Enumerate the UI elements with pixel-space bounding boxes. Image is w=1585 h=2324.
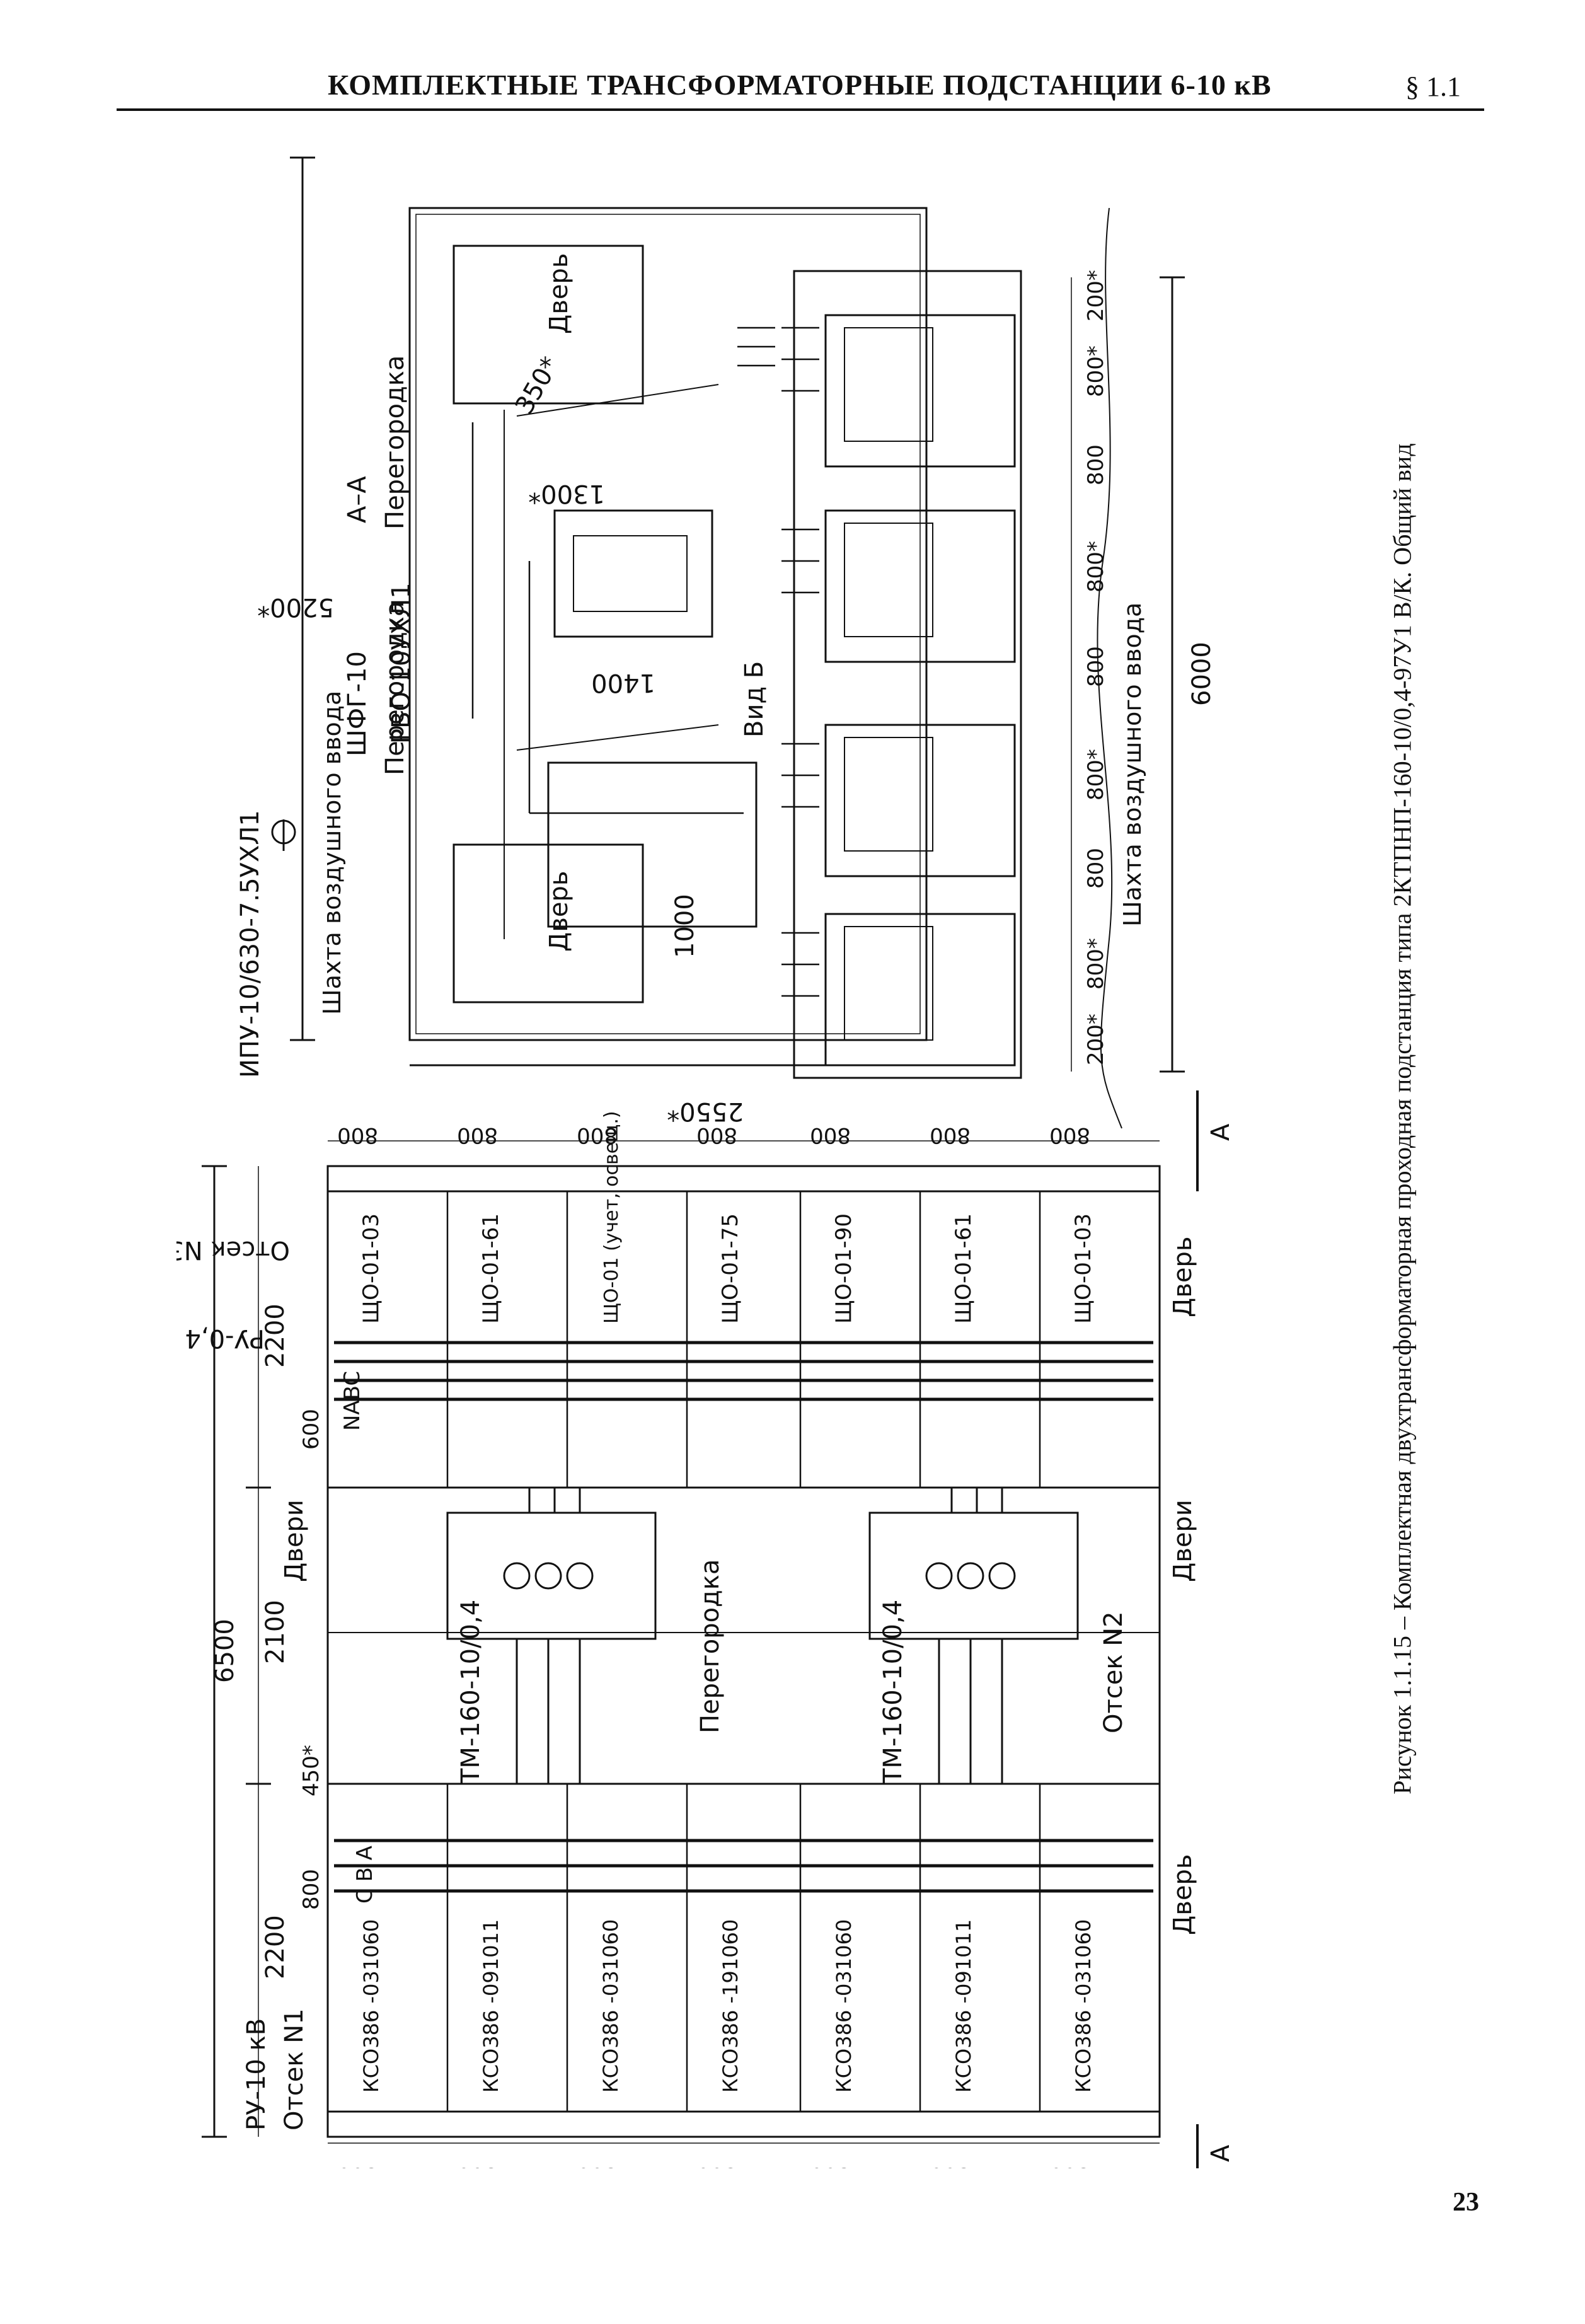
ru04-cell-6: ЩО-01-03 <box>1071 1213 1096 1324</box>
plan-sub-dim-0: 800 <box>299 1869 324 1910</box>
ru04-cell-2: ЩО-01 (учет, освещ.) <box>601 1111 623 1324</box>
label-partition-2: Перегородка <box>381 601 410 775</box>
view-b-dim-7: 800* <box>1083 938 1109 990</box>
transformer-1-label: ТМ-160-10/0,4 <box>456 1600 485 1784</box>
view-b-title: Вид Б <box>740 661 769 737</box>
section-aa-width-dim: 5200* <box>257 593 334 621</box>
section-aa-outline <box>408 207 928 1041</box>
section-aa-title: А–А <box>343 476 372 523</box>
doors-mid-bottom-label: Двери <box>1168 1500 1197 1582</box>
plan-sub-dim-2: 600 <box>299 1409 324 1450</box>
door-top-label: Дверь <box>1168 1237 1197 1317</box>
plan-cell-dim-bottom-0: 800 <box>337 2163 378 2168</box>
plan-section-dim-1: 2100 <box>261 1600 290 1664</box>
plan-cell-dim-bottom-1: 800 <box>457 2163 498 2168</box>
dim-1400: 1400 <box>591 668 655 697</box>
plan-cell-dim-bottom-5: 800 <box>930 2163 971 2168</box>
ru10-cell-3: КСО386 -191060 <box>718 1919 742 2093</box>
compartment-2-label: Отсек N2 <box>1099 1611 1128 1733</box>
ru04-cell-1: ЩО-01-61 <box>478 1213 504 1324</box>
view-b-dim-6: 800 <box>1083 848 1109 889</box>
page-header-title: КОМПЛЕКТНЫЕ ТРАНСФОРМАТОРНЫЕ ПОДСТАНЦИИ … <box>328 69 1272 101</box>
plan-cell-dim-bottom-2: 800 <box>577 2163 618 2168</box>
transformer-2-outline <box>868 1512 1079 1640</box>
plan-sub-dim-1: 450* <box>299 1745 324 1796</box>
ru04-compartment: Отсек N3 <box>176 1235 290 1264</box>
plan-cell-dim-bottom-6: 800 <box>1049 2163 1090 2168</box>
ru10-cell-5: КСО386 -091011 <box>952 1919 976 2093</box>
view-b-outline <box>793 270 1022 1079</box>
label-shaft: Шахта воздушного ввода <box>318 691 346 1015</box>
view-b-shaft-label: Шахта воздушного ввода <box>1119 603 1146 927</box>
label-partition-1: Перегородка <box>381 356 410 529</box>
plan-cell-dim-bottom-3: 800 <box>696 2163 737 2168</box>
plan-cell-dim-top-5: 800 <box>930 1123 971 1148</box>
ru04-cell-4: ЩО-01-90 <box>831 1213 856 1324</box>
ru10-cell-1: КСО386 -091011 <box>479 1919 503 2093</box>
plan-outline <box>326 1165 1161 2138</box>
label-rvo: РВО-10УХЛ1 <box>387 582 416 744</box>
plan-cell-dim-top-2: 800 <box>577 1123 618 1148</box>
plan-cell-dim-top-1: 800 <box>457 1123 498 1148</box>
ru04-cell-3: ЩО-01-75 <box>718 1213 743 1324</box>
technical-drawing: А–А 5200* 2550* ШФГ-10 РВО-10УХЛ1 ИПУ-10… <box>176 156 1235 2168</box>
header-rule <box>117 108 1484 111</box>
marker-a-bottom: А <box>1206 2144 1235 2162</box>
doors-mid-top-label: Двери <box>280 1500 309 1582</box>
view-b-dim-3: 800* <box>1083 541 1109 593</box>
transformer-1-outline <box>446 1512 657 1640</box>
dim-1000: 1000 <box>671 894 700 958</box>
ru10-title: РУ-10 кВ <box>242 2018 271 2130</box>
plan-cell-dim-top-6: 800 <box>1049 1123 1090 1148</box>
page-header-section: § 1.1 <box>1405 71 1461 102</box>
ru10-bus-label: С В А <box>352 1846 378 1904</box>
plan-section-dim-2: 2200 <box>261 1915 290 1979</box>
ru10-compartment: Отсек N1 <box>280 2008 309 2130</box>
ru04-title: РУ-0,4 кВ <box>176 1324 265 1353</box>
marker-a-top: А <box>1206 1123 1235 1141</box>
ru04-cell-0: ЩО-01-03 <box>359 1213 384 1324</box>
plan-section-dim-0: 2200 <box>261 1304 290 1368</box>
section-aa-height-dim: 2550* <box>667 1097 744 1126</box>
plan-cell-dim-top-3: 800 <box>696 1123 737 1148</box>
door-bottom-right-label: Дверь <box>1168 1854 1197 1935</box>
ru10-cell-4: КСО386 -031060 <box>832 1919 856 2093</box>
plan-cell-dim-top-0: 800 <box>337 1123 378 1148</box>
ru10-cell-2: КСО386 -031060 <box>599 1919 623 2093</box>
view-b-dim-1: 800* <box>1083 345 1109 397</box>
aa-door-right-rect <box>452 245 644 405</box>
plan-partition-label: Перегородка <box>696 1559 725 1733</box>
label-door-left: Дверь <box>545 871 573 952</box>
plan-cell-dim-top-4: 800 <box>810 1123 851 1148</box>
ru10-cell-0: КСО386 -031060 <box>359 1919 383 2093</box>
dim-1300: 1300* <box>528 479 605 508</box>
view-b-dim-2: 800 <box>1083 444 1109 485</box>
figure-caption-container: Рисунок 1.1.15 – Комплектная двухтрансфо… <box>1374 353 1431 1885</box>
plan-total-width: 6500 <box>210 1619 239 1683</box>
page-number: 23 <box>1453 2188 1479 2217</box>
transformer-2-label: ТМ-160-10/0,4 <box>879 1600 908 1784</box>
view-b-dim-4: 800 <box>1083 646 1109 687</box>
view-b-total-dim: 6000 <box>1187 642 1216 706</box>
view-b-dim-5: 800* <box>1083 749 1109 801</box>
label-shfg: ШФГ-10 <box>343 651 372 756</box>
label-ipu: ИПУ-10/630-7.5УХЛ1 <box>236 810 265 1078</box>
plan-cell-dim-bottom-4: 800 <box>810 2163 851 2168</box>
view-b-dim-8: 200* <box>1083 1014 1109 1065</box>
ru04-cell-5: ЩО-01-61 <box>951 1213 976 1324</box>
dim-350: 350* <box>510 352 565 419</box>
ru10-cell-6: КСО386 -031060 <box>1071 1919 1095 2093</box>
ru04-bus-label: NABC <box>340 1371 365 1431</box>
label-door-right: Дверь <box>545 253 573 334</box>
figure-caption: Рисунок 1.1.15 – Комплектная двухтрансфо… <box>1388 443 1417 1795</box>
view-b-dim-0: 200* <box>1083 270 1109 321</box>
